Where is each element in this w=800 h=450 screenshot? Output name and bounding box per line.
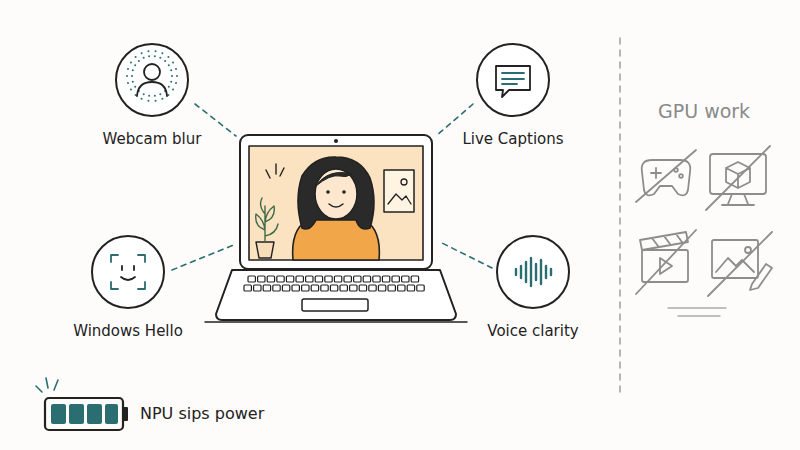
spark [266,164,284,178]
panel-heading: GPU work [658,100,750,122]
icon-circle [475,42,551,118]
fringe [316,173,352,187]
feature-label: Live Captions [423,130,603,148]
laptop-screen [249,146,423,260]
icon-circle [495,234,571,310]
battery-icon [36,378,128,430]
laptop-lid [240,135,432,269]
scribble-lines [668,308,726,316]
plant [256,198,278,242]
clapper-icon [642,250,688,282]
feature-node: Webcam blur [62,42,242,148]
table-line [205,321,467,323]
leader-line [172,104,492,270]
face [315,169,357,219]
icon-circle [90,234,166,310]
smile [329,204,343,207]
feature-label: Voice clarity [443,322,623,340]
feature-label: Webcam blur [62,130,242,148]
plant-pot [256,242,274,258]
picture-frame [384,170,414,212]
divider [619,38,620,392]
feature-node: Windows Hello [38,234,218,340]
gpu-icons [636,146,772,296]
image-icon [712,240,758,278]
monitor-icon [710,154,766,194]
keyboard [244,276,424,291]
hair [298,157,374,229]
feature-node: Live Captions [423,42,603,148]
camera [334,139,338,143]
laptop-base [216,270,456,320]
battery-note: NPU sips power [140,404,264,423]
feature-node: Voice clarity [443,234,623,340]
icon-circle [114,42,190,118]
trackpad [302,299,368,311]
feature-label: Windows Hello [38,322,218,340]
